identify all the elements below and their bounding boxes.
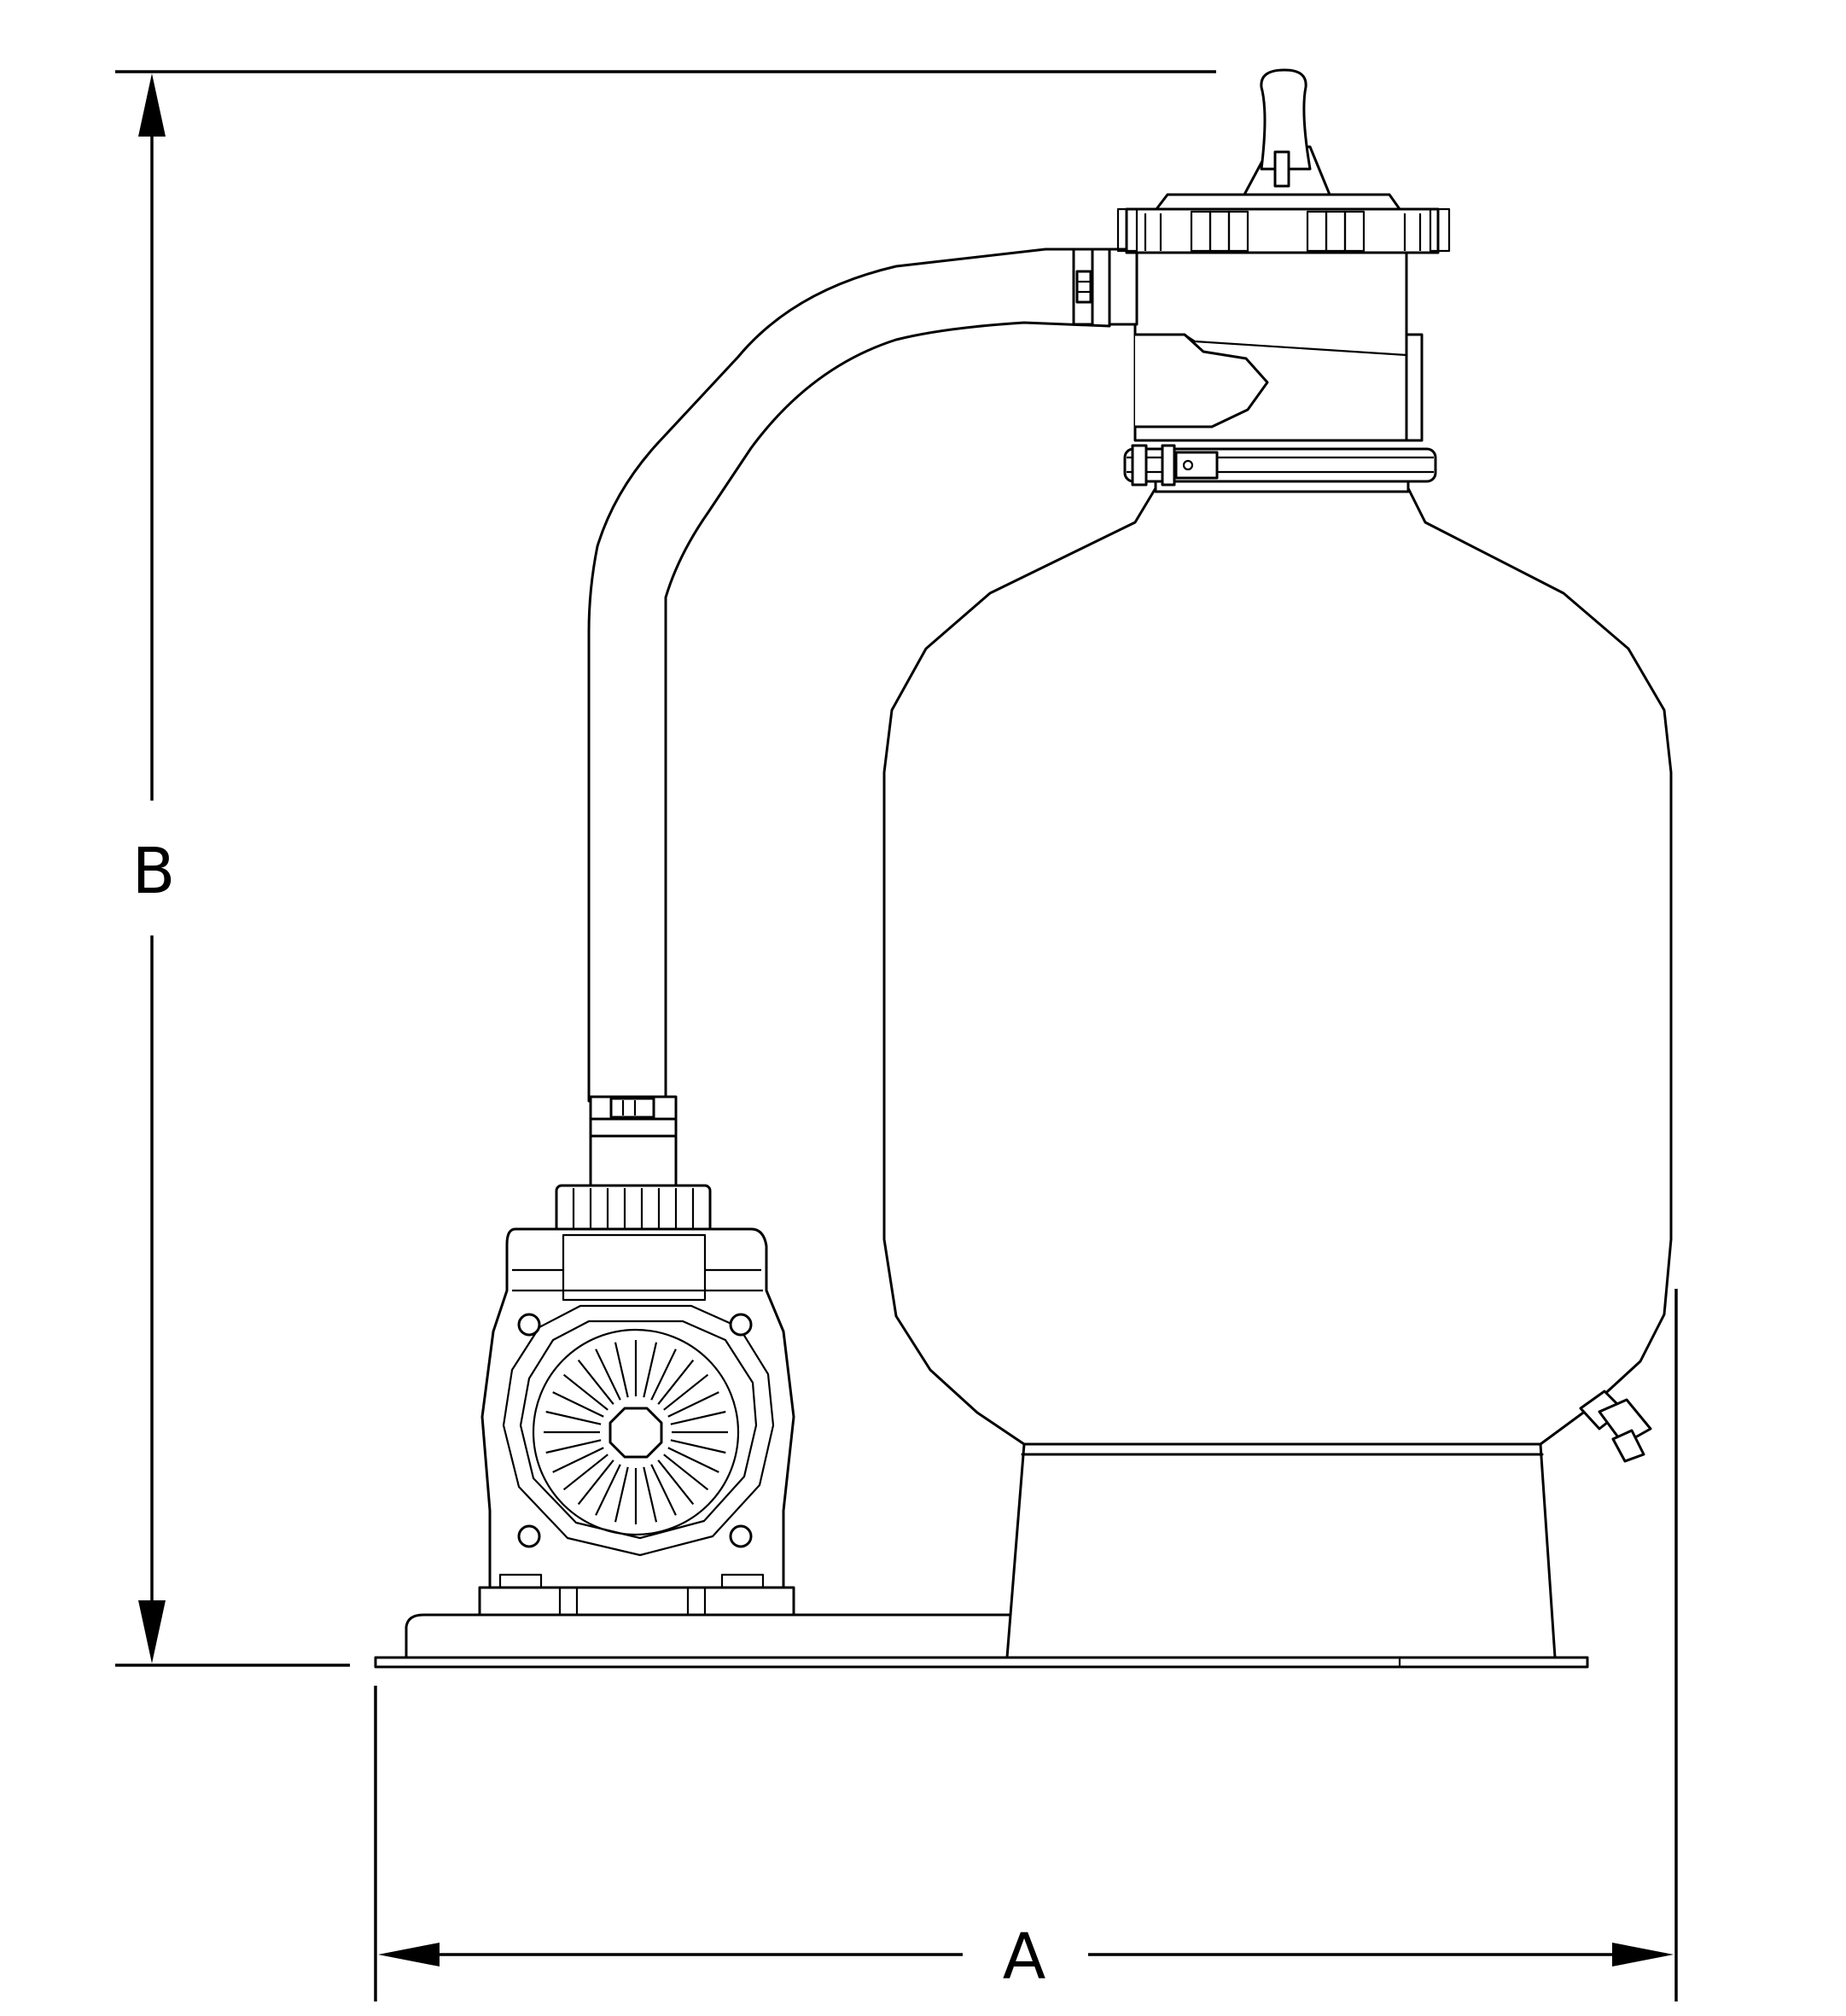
pump-discharge-pipe <box>589 1134 678 1187</box>
pump-neck <box>562 1233 707 1302</box>
pump-fan-slot <box>577 1460 614 1506</box>
pump-fan-slot <box>670 1439 726 1454</box>
clamp-screw-icon <box>1182 459 1194 471</box>
pump-fan-slot <box>667 1391 719 1418</box>
hose-outer-wall <box>587 248 1111 1103</box>
pump-fan-slot <box>614 1342 629 1398</box>
pump-fan-slot <box>562 1454 609 1491</box>
pump-fan-slot <box>614 1466 629 1523</box>
hose-inner-wall <box>664 321 1111 1103</box>
base-plate-bottom <box>374 1656 1589 1669</box>
pump-fan-slot <box>663 1454 709 1491</box>
pump-discharge-collar <box>589 1117 678 1138</box>
pump-fan-slot <box>670 1410 726 1425</box>
pump-fan-slot <box>650 1349 677 1401</box>
pump-fan-slot <box>552 1391 604 1418</box>
pump-fan-slot <box>657 1460 695 1506</box>
dimension-a-label: A <box>1003 1920 1046 1994</box>
pump-fan-slot <box>667 1447 719 1473</box>
tank-clamp-band <box>1123 444 1437 487</box>
drain-plug-icon <box>1579 1390 1652 1463</box>
dimension-b: B <box>115 70 1216 1667</box>
dimension-b-bottom-arrow-icon <box>138 1600 166 1663</box>
valve-inlet-port <box>1108 248 1138 326</box>
pump <box>478 1117 795 1617</box>
valve-cap-top <box>1155 193 1401 211</box>
pump-fan-slot <box>643 1342 658 1398</box>
multiport-valve <box>1108 68 1451 442</box>
pump-fan-slot <box>657 1359 695 1405</box>
dimension-b-label: B <box>132 835 176 908</box>
pump-fan-slot <box>595 1349 621 1401</box>
pump-fan-slot <box>663 1373 709 1411</box>
pump-bolt-icon <box>517 1524 541 1548</box>
valve-cap-ribs <box>1116 207 1451 253</box>
dimension-a: A <box>374 1289 1678 2001</box>
pump-fan-slot <box>643 1466 658 1523</box>
pump-fan-slot <box>552 1447 604 1473</box>
dimension-a-right-arrow-icon <box>1612 1943 1674 1966</box>
pump-bolt-icon <box>729 1524 753 1548</box>
pump-fan-hub-icon <box>609 1407 663 1459</box>
tank-stand <box>1005 1442 1557 1659</box>
pump-fan-slot <box>595 1464 621 1516</box>
pump-fan-slot <box>545 1410 602 1425</box>
pump-fan-slot <box>577 1359 614 1405</box>
pump-fan-slot <box>650 1464 677 1516</box>
dimension-a-left-arrow-icon <box>378 1943 440 1966</box>
valve-cap <box>1125 207 1440 254</box>
pump-face-inner <box>519 1320 758 1540</box>
valve-handle-icon <box>1243 68 1331 196</box>
hose-clamp-top <box>1072 248 1094 326</box>
pump-fan-slot <box>562 1373 609 1411</box>
pump-fan-slot <box>545 1439 602 1454</box>
valve-side-port <box>1405 333 1424 442</box>
dimension-b-top-arrow-icon <box>138 73 166 137</box>
pump-union-nut <box>555 1184 712 1237</box>
pump-bolt-icon <box>517 1313 541 1337</box>
hose-clamp-bottom <box>589 1095 678 1121</box>
pump-feet <box>478 1573 795 1617</box>
connecting-hose <box>587 248 1111 1121</box>
tank-body <box>882 487 1673 1446</box>
filter-tank <box>882 444 1673 1659</box>
pump-fan-cover <box>532 1328 740 1536</box>
pump-bolt-icon <box>729 1313 753 1337</box>
